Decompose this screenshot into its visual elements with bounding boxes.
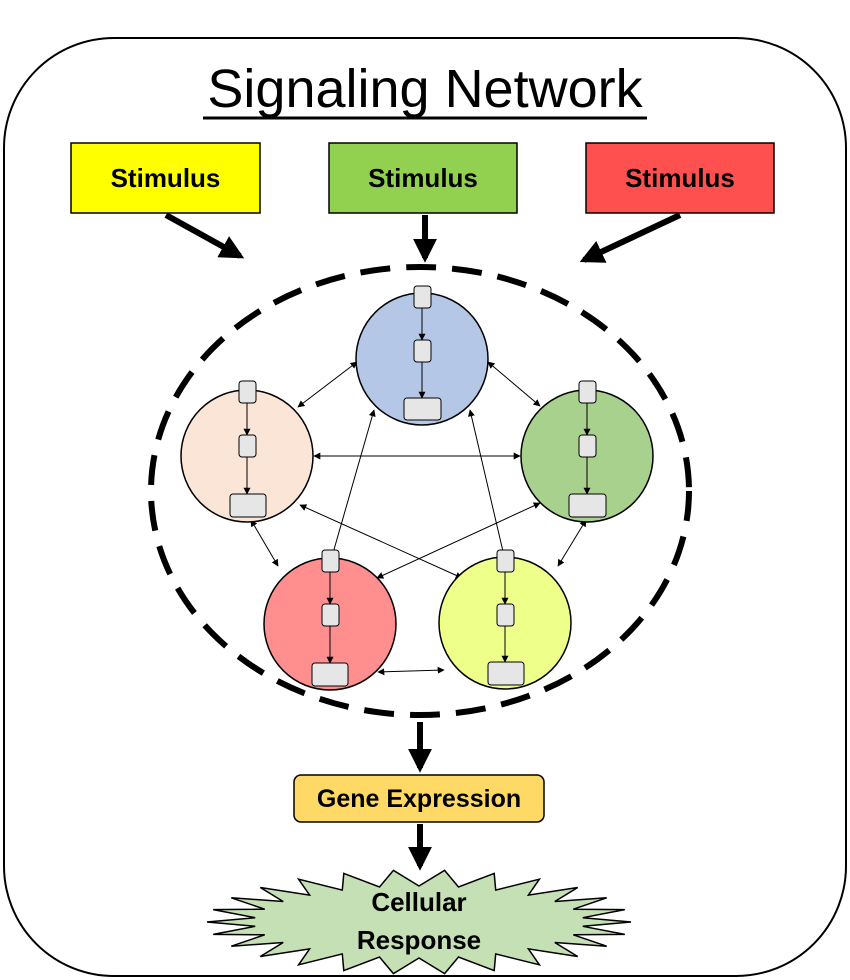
diagram-title: Signaling Network [207, 59, 643, 119]
module-peach-node-top [238, 380, 257, 404]
module-peach-node-bottom [229, 493, 267, 518]
stimulus-box-green: Stimulus [328, 142, 518, 214]
stimulus-box-yellow: Stimulus [70, 142, 261, 214]
cellular-response-burst: Cellular Response [206, 869, 632, 975]
module-red-node-middle [321, 603, 340, 627]
connection-peach-red [250, 519, 279, 567]
module-peach [180, 380, 314, 523]
module-green-node-top [578, 380, 597, 404]
stimulus-box-yellow-rect [70, 142, 261, 214]
module-red [263, 549, 397, 691]
cellular-response-line1: Cellular [371, 887, 466, 917]
module-yellow-node-bottom [487, 661, 525, 686]
gene-expression-label: Gene Expression [317, 785, 521, 813]
stimulus-box-red-rect [585, 142, 775, 214]
cellular-response-shape [206, 869, 632, 975]
module-blue-node-bottom [403, 397, 442, 421]
module-connections [250, 361, 587, 676]
connection-green-yellow [557, 519, 587, 567]
module-blue-node-middle [413, 339, 432, 363]
gene-expression-box: Gene Expression [293, 774, 545, 823]
module-green-node-bottom [568, 493, 607, 518]
module-yellow-node-top [496, 549, 515, 573]
module-red-node-bottom [311, 662, 349, 687]
stimulus-arrow-right [579, 212, 682, 263]
connection-red-yellow [377, 666, 445, 676]
module-yellow [438, 549, 572, 690]
network-boundary [148, 264, 692, 718]
module-green [520, 380, 654, 523]
module-blue-node-top [413, 285, 432, 309]
stimulus-label-yellow: Stimulus [111, 163, 221, 193]
stimulus-arrow-left [164, 212, 245, 259]
module-peach-node-middle [238, 434, 257, 458]
stimulus-box-red: Stimulus [585, 142, 775, 214]
connection-blue-green [487, 361, 541, 407]
stimulus-label-green: Stimulus [368, 163, 478, 193]
gene-expression-rect [293, 774, 545, 823]
module-red-node-top [321, 549, 340, 573]
connection-green-red [376, 502, 541, 579]
connection-blue-peach [297, 361, 358, 408]
module-green-node-middle [578, 434, 597, 458]
cellular-response-line2: Response [357, 925, 481, 955]
stimulus-label-red: Stimulus [625, 163, 735, 193]
module-blue [355, 285, 489, 426]
module-yellow-node-middle [496, 603, 515, 627]
stimulus-box-green-rect [328, 142, 518, 214]
